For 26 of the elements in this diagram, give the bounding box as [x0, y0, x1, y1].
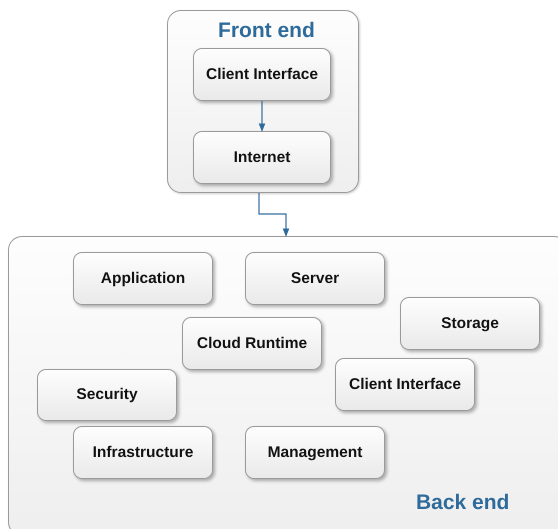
component-label: Security — [76, 386, 138, 404]
group-panel — [8, 236, 558, 529]
group-panel — [167, 10, 359, 193]
component-label: Application — [100, 270, 186, 288]
component-label: Server — [290, 270, 340, 288]
component-box — [193, 131, 331, 184]
component-box — [73, 252, 213, 305]
component-label: Management — [268, 444, 362, 462]
component-label: Cloud Runtime — [196, 334, 308, 352]
component-label: Storage — [441, 314, 499, 332]
component-label: Client Interface — [206, 66, 318, 84]
group-title: Front end — [218, 19, 315, 43]
component-box — [400, 297, 540, 350]
component-label: Infrastructure — [92, 444, 194, 462]
component-label: Internet — [234, 148, 290, 166]
component-label: Client Interface — [349, 376, 461, 394]
component-box — [193, 48, 331, 101]
component-box — [335, 358, 475, 411]
group-title: Back end — [416, 491, 510, 515]
arrow — [258, 101, 266, 132]
component-box — [37, 369, 177, 421]
arrow — [258, 193, 290, 237]
component-box — [182, 317, 322, 370]
component-box — [245, 252, 385, 305]
component-box — [73, 426, 213, 479]
component-box — [245, 426, 385, 479]
